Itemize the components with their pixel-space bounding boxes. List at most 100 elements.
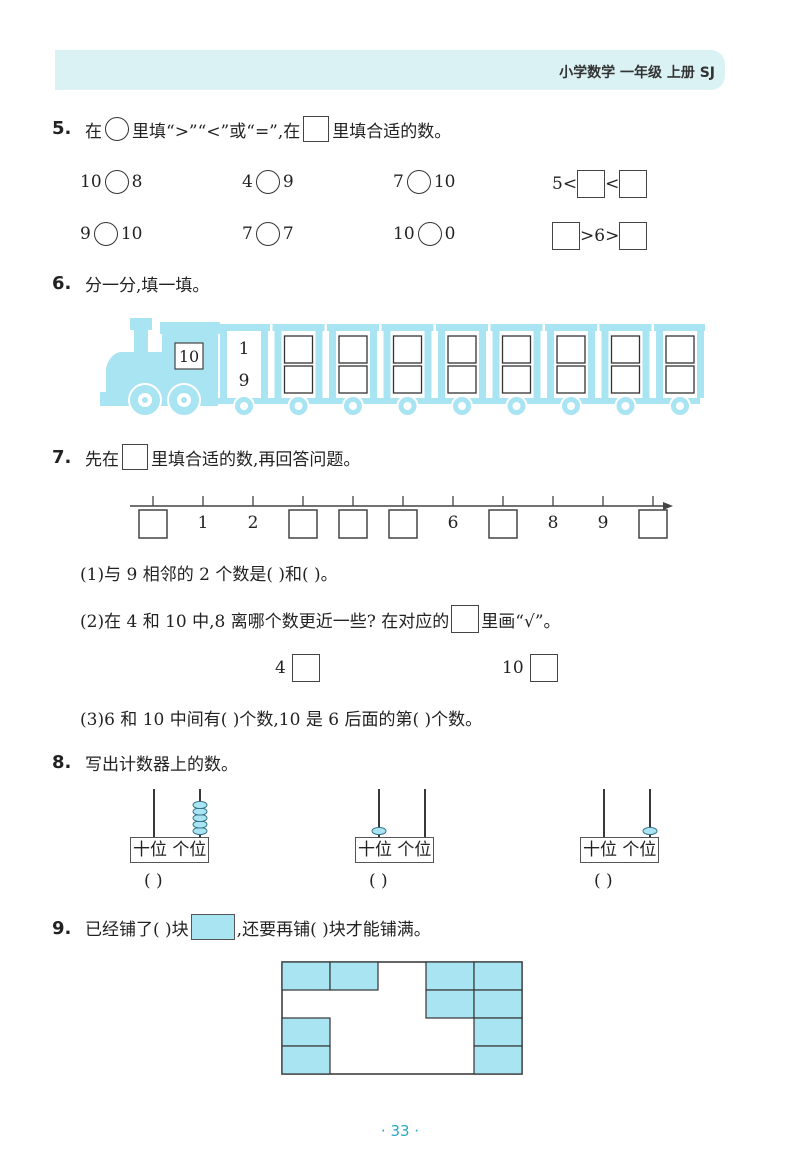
answer-circle[interactable] xyxy=(93,222,118,246)
filled-tile xyxy=(281,1045,331,1075)
option-value: 4 xyxy=(275,658,286,678)
tick-label: 1 xyxy=(198,513,209,533)
answer-box[interactable] xyxy=(338,509,368,539)
train-car xyxy=(327,324,379,398)
right-value: 9 xyxy=(282,172,294,192)
answer-box[interactable] xyxy=(338,335,368,364)
abacus-answer[interactable]: ( ) xyxy=(594,871,613,891)
tick-label: 8 xyxy=(548,513,559,533)
circle-icon xyxy=(105,117,129,141)
abacus-answer[interactable]: ( ) xyxy=(144,871,163,891)
mid-value: 6 xyxy=(594,226,606,246)
answer-box[interactable] xyxy=(283,365,314,394)
train-car xyxy=(654,324,705,398)
engine-wheel xyxy=(128,383,162,417)
answer-box[interactable] xyxy=(610,365,641,394)
car-wheel xyxy=(233,395,255,417)
right-value: 0 xyxy=(444,224,456,244)
first-car-bottom-value: 9 xyxy=(239,371,250,391)
answer-box[interactable] xyxy=(619,170,648,198)
q5-item: 7 7 xyxy=(242,222,294,246)
left-value: 10 xyxy=(80,172,102,192)
train-car xyxy=(490,324,543,398)
q7-instr-b: 里填合适的数,再回答问题。 xyxy=(151,449,361,470)
car-wheel xyxy=(505,395,528,417)
abacus: 十位 个位 ( ) xyxy=(580,785,680,895)
q7-p2-a: (2)在 4 和 10 中,8 离哪个数更近一些? 在对应的 xyxy=(80,611,450,632)
answer-box[interactable] xyxy=(665,335,695,364)
first-car-top-value: 1 xyxy=(239,339,250,359)
answer-box[interactable] xyxy=(288,509,318,539)
header-title: 小学数学 一年级 上册 SJ xyxy=(559,65,715,81)
right-value: 10 xyxy=(433,172,456,192)
q9-instr-a: 已经铺了( )块 xyxy=(85,919,189,940)
car-wheel xyxy=(451,395,473,417)
q9-instruction: 已经铺了( )块 ,还要再铺( )块才能铺满。 xyxy=(85,914,431,940)
answer-box[interactable] xyxy=(392,365,423,394)
answer-box[interactable] xyxy=(388,509,418,539)
filled-tile xyxy=(281,1017,331,1047)
answer-box[interactable] xyxy=(577,170,606,198)
abacus-place-label: 十位 个位 xyxy=(130,837,210,863)
engine-value: 10 xyxy=(179,347,199,366)
q7-instruction: 先在 里填合适的数,再回答问题。 xyxy=(85,444,360,470)
answer-box[interactable] xyxy=(638,509,668,539)
number-line: 1 2 6 8 9 xyxy=(130,496,673,539)
lead-value: 5 xyxy=(552,174,563,194)
abacus-answer[interactable]: ( ) xyxy=(369,871,388,891)
answer-box[interactable] xyxy=(552,222,580,250)
tick-label: 9 xyxy=(598,513,609,533)
q7-instr-a: 先在 xyxy=(85,449,119,470)
answer-circle[interactable] xyxy=(104,170,129,194)
q5-instr-c: 里填合适的数。 xyxy=(332,121,452,142)
answer-circle[interactable] xyxy=(417,222,442,246)
answer-circle[interactable] xyxy=(406,170,431,194)
train-illustration: 10 1 9 xyxy=(100,318,705,417)
answer-box[interactable] xyxy=(392,335,423,364)
answer-box[interactable] xyxy=(610,335,641,364)
check-box[interactable] xyxy=(291,654,320,682)
q5-inequality: 5 < < xyxy=(552,170,648,198)
answer-box[interactable] xyxy=(556,335,586,364)
right-value: 8 xyxy=(131,172,143,192)
left-value: 7 xyxy=(242,224,253,244)
q5-item: 4 9 xyxy=(242,170,294,194)
answer-box[interactable] xyxy=(501,365,532,394)
abacus-place-label: 十位 个位 xyxy=(580,837,660,863)
car-wheel xyxy=(614,395,637,417)
answer-box[interactable] xyxy=(556,365,586,394)
answer-box[interactable] xyxy=(619,222,648,250)
left-value: 4 xyxy=(242,172,253,192)
answer-box[interactable] xyxy=(447,365,477,394)
abacus: 十位 个位 ( ) xyxy=(355,785,455,895)
operator: > xyxy=(580,226,595,246)
train-car xyxy=(599,324,652,398)
answer-box[interactable] xyxy=(488,509,518,539)
engine-wheel xyxy=(167,383,201,417)
header-band xyxy=(55,50,725,90)
check-box[interactable] xyxy=(529,654,558,682)
tick-label: 2 xyxy=(248,513,259,533)
answer-circle[interactable] xyxy=(255,222,280,246)
filled-tile xyxy=(473,961,523,991)
car-wheel xyxy=(287,395,310,417)
answer-box[interactable] xyxy=(447,335,477,364)
tick-label: 6 xyxy=(448,513,459,533)
abacus-bead xyxy=(371,826,387,836)
square-box-icon xyxy=(122,444,148,470)
square-box-icon xyxy=(303,116,330,142)
car-wheel xyxy=(560,395,582,417)
q6-number: 6. xyxy=(52,273,72,294)
q5-item: 10 8 xyxy=(80,170,142,194)
answer-circle[interactable] xyxy=(255,170,280,194)
q8-instruction: 写出计数器上的数。 xyxy=(85,755,238,775)
train-car xyxy=(381,324,434,398)
q5-item: 10 0 xyxy=(393,222,455,246)
answer-box[interactable] xyxy=(501,335,532,364)
abacus-place-label: 十位 个位 xyxy=(355,837,435,863)
answer-box[interactable] xyxy=(283,335,314,364)
answer-box[interactable] xyxy=(665,365,695,394)
answer-box[interactable] xyxy=(138,509,168,539)
q7-part2: (2)在 4 和 10 中,8 离哪个数更近一些? 在对应的 里画“√”。 xyxy=(80,605,561,633)
answer-box[interactable] xyxy=(338,365,368,394)
